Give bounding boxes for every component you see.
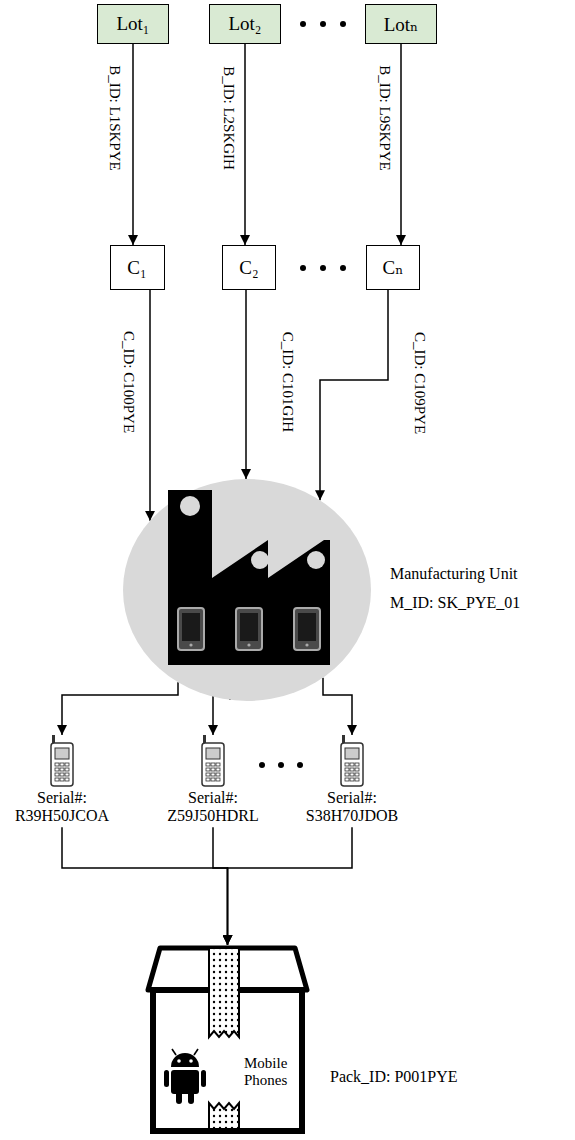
connector — [132, 44, 134, 245]
phone-node: Serial#: Z59J50HDRL — [155, 735, 271, 824]
component-id: C_ID: C101GIH — [280, 331, 295, 433]
connector — [213, 827, 228, 945]
phone-node: Serial#: R39H50JCOA — [4, 735, 120, 824]
connector — [323, 678, 352, 735]
pack-id: Pack_ID: P001PYE — [330, 1067, 458, 1086]
component-id: C_ID: C100PYE — [121, 330, 136, 434]
connector — [62, 827, 228, 945]
component-id: C_ID: C109PYE — [412, 331, 427, 435]
unit-id: M_ID: SK_PYE_01 — [390, 593, 520, 612]
package-label: Mobile Phones — [244, 1055, 297, 1090]
node-label: Lotₙ — [384, 13, 419, 36]
serial-number: Serial#: S38H70JDOB — [294, 789, 410, 824]
lot-box: Lot₂ — [209, 4, 281, 44]
batch-id: B_ID: L9SKPYE — [377, 64, 392, 171]
component-box: Cₙ — [366, 245, 420, 290]
manufacturing-unit-art — [122, 478, 372, 702]
connector — [320, 290, 388, 500]
phone-node: Serial#: S38H70JDOB — [294, 735, 410, 824]
node-label: Lot₁ — [116, 13, 149, 35]
connector — [149, 290, 151, 521]
unit-name: Manufacturing Unit — [390, 564, 518, 583]
connector — [62, 682, 178, 735]
phone-icon — [339, 735, 365, 787]
connector — [213, 695, 230, 735]
package-box-art — [145, 945, 310, 1135]
connector — [244, 44, 246, 245]
component-box: C₂ — [222, 245, 276, 290]
serial-number: Serial#: Z59J50HDRL — [155, 789, 271, 824]
lot-box: Lotₙ — [365, 4, 437, 44]
batch-id: B_ID: L1SKPYE — [107, 64, 122, 171]
connector — [245, 290, 247, 479]
node-label: Cₙ — [383, 256, 404, 279]
connector — [400, 44, 402, 245]
node-label: Lot₂ — [228, 13, 261, 35]
node-label: C₁ — [127, 257, 146, 279]
serial-number: Serial#: R39H50JCOA — [4, 789, 120, 824]
lot-box: Lot₁ — [97, 4, 169, 44]
manufacturing-unit: Manufacturing UnitM_ID: SK_PYE_01 — [122, 478, 372, 702]
node-label: C₂ — [239, 257, 258, 279]
phone-icon — [49, 735, 75, 787]
connector — [228, 827, 353, 945]
package-box: Mobile PhonesPack_ID: P001PYE — [145, 945, 310, 1135]
batch-id: B_ID: L2SKGIH — [221, 65, 236, 171]
phone-icon — [200, 735, 226, 787]
component-box: C₁ — [110, 245, 165, 290]
